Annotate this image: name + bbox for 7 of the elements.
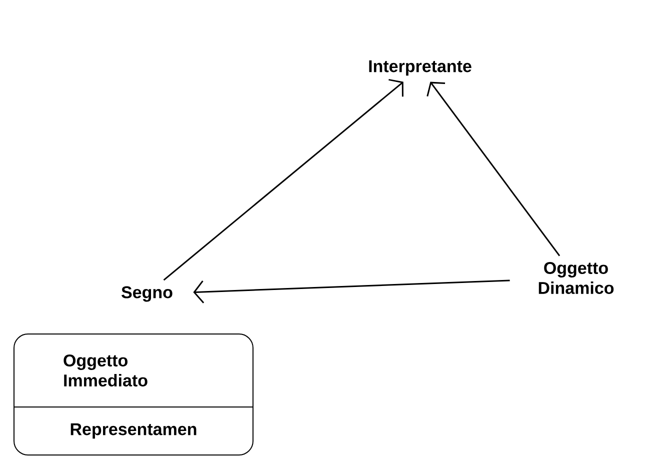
class-box: Oggetto Immediato Representamen: [14, 333, 254, 456]
node-label: Oggetto Dinamico: [538, 262, 614, 294]
arrow: [426, 82, 560, 256]
arrow: [163, 78, 404, 281]
arrow: [193, 280, 510, 304]
node-label: Segno: [122, 286, 172, 302]
node-label: Interpretante: [369, 60, 472, 76]
